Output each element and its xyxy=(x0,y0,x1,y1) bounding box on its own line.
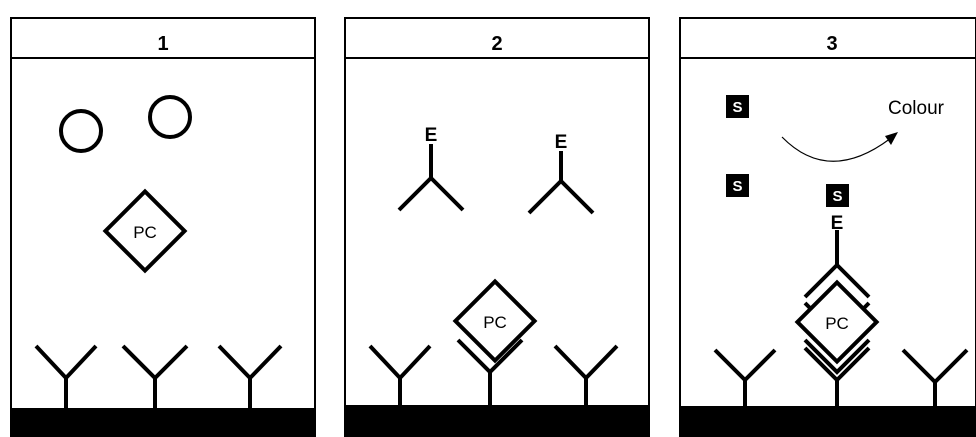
panel-border xyxy=(344,17,650,437)
colour-label: Colour xyxy=(888,98,945,119)
substrate-square xyxy=(726,95,749,118)
capture-antibody-bound xyxy=(456,338,524,410)
free-particle-circle xyxy=(148,95,192,139)
antigen-pc: PC xyxy=(452,278,538,364)
capture-antibody-bound xyxy=(803,346,871,410)
antigen-label: PC xyxy=(133,223,157,242)
enzyme-label: E xyxy=(555,132,568,153)
arrow-head xyxy=(885,132,898,145)
substrate-box: S xyxy=(726,174,749,197)
substrate-square xyxy=(826,184,849,207)
enzyme-label: E xyxy=(831,213,844,234)
conversion-arrow xyxy=(781,136,892,162)
panel-number: 3 xyxy=(826,33,838,55)
solid-surface xyxy=(10,408,316,437)
panel-number: 1 xyxy=(157,33,169,55)
enzyme-linked-antibody: E xyxy=(397,125,465,212)
antigen-diamond xyxy=(452,278,538,364)
antigen-diamond xyxy=(794,279,880,365)
solid-surface xyxy=(679,406,976,437)
enzyme-linked-antibody: E xyxy=(527,132,595,215)
capture-antibody xyxy=(368,344,432,410)
enzyme-label: E xyxy=(425,125,438,146)
substrate-label: S xyxy=(732,178,742,195)
substrate-box: S xyxy=(726,95,749,118)
substrate-box: S xyxy=(826,184,849,207)
capture-antibodies xyxy=(368,338,619,410)
capture-antibodies xyxy=(713,338,969,410)
panel-2: E E PC 2 xyxy=(344,0,650,437)
antigen-diamond xyxy=(102,188,188,274)
antigen-label: PC xyxy=(483,313,507,332)
panel-3-drawing: S S Colour S E PC xyxy=(679,17,976,437)
capture-antibody xyxy=(121,344,189,410)
panel-1-drawing: PC xyxy=(10,17,316,437)
panel-1: PC 1 xyxy=(10,0,316,437)
solid-surface xyxy=(344,405,650,437)
antigen-pc: PC xyxy=(102,188,188,274)
panel-3: S S Colour S E PC 3 xyxy=(679,0,976,437)
capture-antibodies xyxy=(34,344,283,410)
substrate-square xyxy=(726,174,749,197)
capture-antibody xyxy=(901,348,969,410)
detection-antibody xyxy=(527,151,595,215)
substrate-label: S xyxy=(732,99,742,116)
panel-number: 2 xyxy=(491,33,503,55)
detection-antibody xyxy=(397,144,465,212)
capture-antibody xyxy=(713,348,777,410)
substrate-label: S xyxy=(832,188,842,205)
capture-antibody-bound xyxy=(803,338,871,375)
antigen-label: PC xyxy=(825,314,849,333)
antigen-pc: PC xyxy=(794,279,880,365)
free-particle-circle xyxy=(59,109,103,153)
capture-antibody xyxy=(34,344,98,410)
capture-antibody xyxy=(553,344,619,410)
panel-2-drawing: E E PC xyxy=(344,17,650,437)
capture-antibody xyxy=(217,344,283,410)
